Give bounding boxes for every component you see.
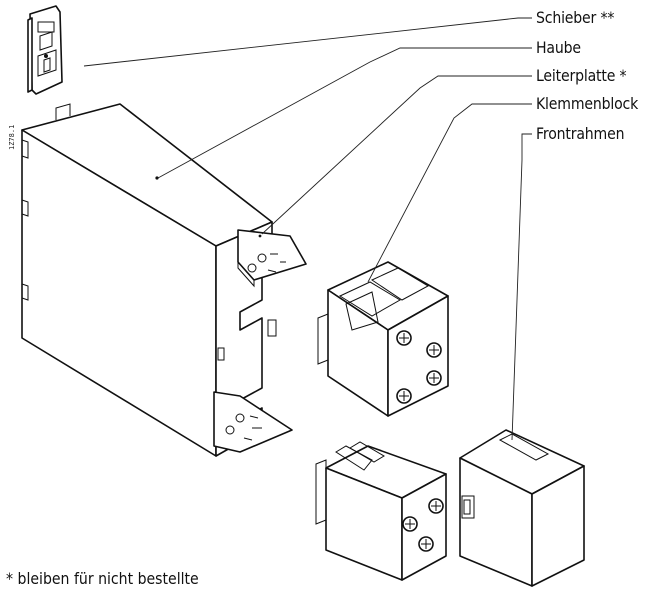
frontrahmen-part — [459, 429, 585, 587]
haube-housing — [21, 103, 277, 457]
label-leiterplatte: Leiterplatte * — [536, 66, 627, 85]
label-haube: Haube — [536, 38, 581, 57]
label-klemmenblock: Klemmenblock — [536, 94, 639, 113]
label-schieber: Schieber ** — [536, 8, 615, 27]
leiterplatte-lower — [213, 391, 293, 453]
schieber-part — [27, 5, 63, 95]
leader-lines — [83, 17, 532, 441]
klemmenblock-upper — [317, 261, 449, 417]
side-part-code: 1Z78.1 — [8, 124, 16, 150]
footer-note: * bleiben für nicht bestellte — [6, 569, 199, 588]
leiterplatte-upper — [237, 229, 307, 288]
klemmenblock-lower — [315, 441, 447, 581]
label-frontrahmen: Frontrahmen — [536, 124, 625, 143]
